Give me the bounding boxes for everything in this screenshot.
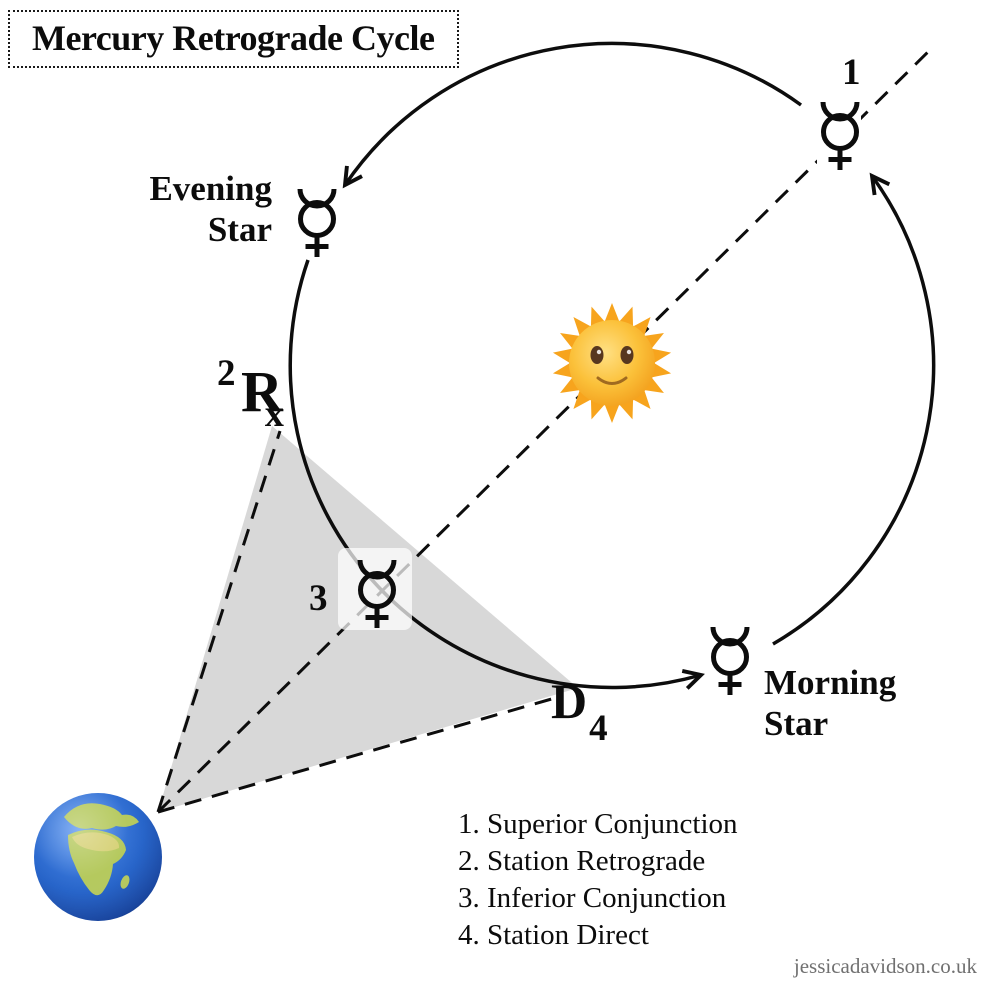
sight-line-station-direct [157,694,563,814]
mercury-symbol-evening-star [300,189,334,257]
marker-number-superior-conjunction: 1 [842,52,861,93]
marker-number-station-direct: 4 [589,708,608,749]
evening-star-line2: Star [207,210,272,249]
marker-number-inferior-conjunction: 3 [309,578,328,619]
page-title: Mercury Retrograde Cycle [8,10,459,68]
legend-item-station-retrograde: 2. Station Retrograde [458,845,706,877]
morning-star-label: Morning Star [764,662,896,744]
sight-lines [156,46,934,814]
direct-d-symbol: D4 [551,672,608,749]
sun-icon [551,303,673,423]
retrograde-rx-symbol: Rx [241,358,284,435]
evening-star-line1: Evening [149,169,272,208]
evening-star-label: Evening Star [100,168,272,250]
sight-line-station-retrograde [156,430,282,813]
legend-item-superior-conjunction: 1. Superior Conjunction [458,808,738,840]
mercury-symbol-morning-star [713,627,747,695]
earth-icon [34,793,162,921]
watermark: jessicadavidson.co.uk [793,954,977,978]
morning-star-line1: Morning [764,663,897,702]
legend-item-station-direct: 4. Station Direct [458,919,649,951]
direct-symbol-d: D [551,673,588,729]
retrograde-symbol-r: R [241,359,283,424]
sight-line-conjunction [156,46,934,814]
legend-item-inferior-conjunction: 3. Inferior Conjunction [458,882,727,914]
marker-number-station-retrograde: 2 [217,353,236,394]
morning-star-line2: Star [764,704,829,743]
retrograde-symbol-x: x [264,393,284,435]
orbit-arc-top [342,41,803,189]
orbit-arc-right [772,172,936,646]
legend: 1. Superior Conjunction 2. Station Retro… [458,806,738,954]
